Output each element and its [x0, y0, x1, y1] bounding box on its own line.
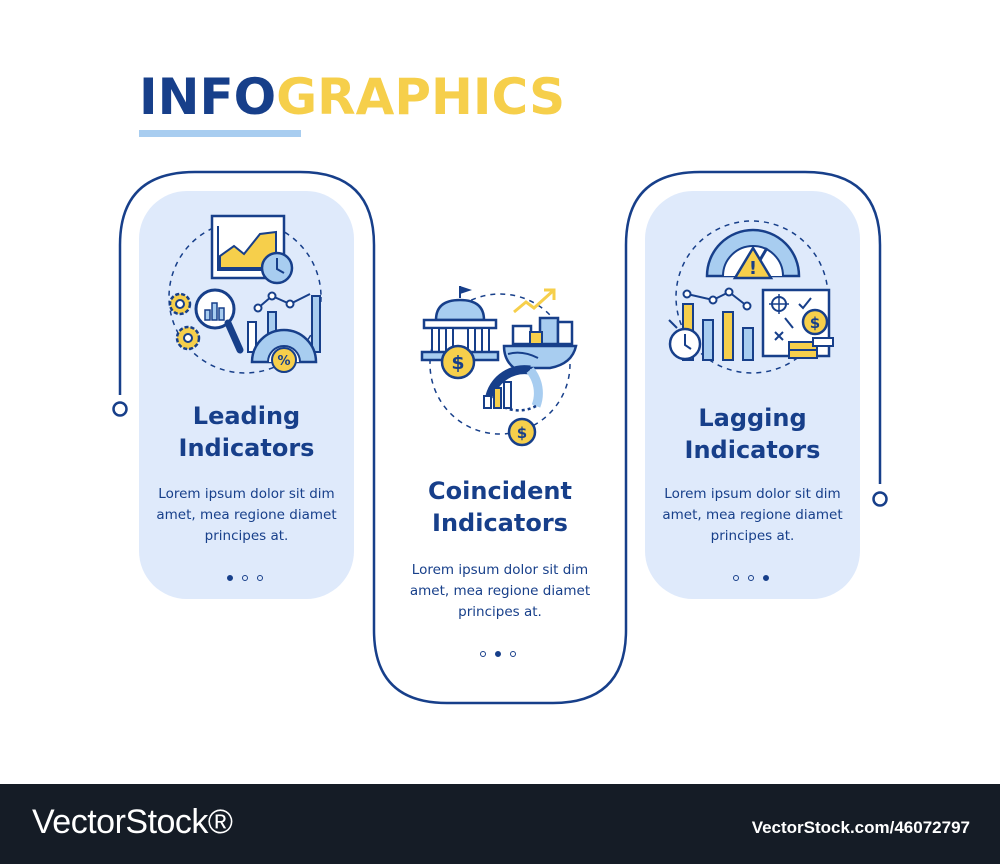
- pagination-dot-1: [227, 575, 233, 581]
- connector-dot-right: [872, 491, 888, 507]
- pagination-dot-2: [242, 575, 248, 581]
- pagination-dot-1: [480, 651, 486, 657]
- footer-brand-logo: VectorStock®: [32, 803, 233, 841]
- svg-text:%: %: [277, 354, 290, 369]
- title-part-info: INFO: [139, 68, 277, 126]
- svg-text:!: !: [749, 258, 757, 279]
- coincident-indicators-icon: $ $: [420, 286, 578, 447]
- card-lagging-heading-line2: Indicators: [684, 436, 821, 464]
- card-coincident-body: Lorem ipsum dolor sit dim amet, mea regi…: [409, 562, 591, 620]
- card-leading-pagination: [227, 575, 263, 581]
- pagination-dot-3: [257, 575, 263, 581]
- card-lagging-heading: Lagging Indicators: [645, 402, 860, 466]
- card-lagging-pagination: [733, 575, 769, 581]
- card-leading-outline: [118, 170, 376, 395]
- svg-text:$: $: [517, 424, 527, 442]
- page-title: INFOGRAPHICS: [139, 72, 565, 122]
- card-outlines: [112, 170, 888, 705]
- card-leading-body: Lorem ipsum dolor sit dim amet, mea regi…: [156, 486, 337, 544]
- card-lagging-body: Lorem ipsum dolor sit dim amet, mea regi…: [662, 486, 843, 544]
- svg-text:$: $: [810, 314, 820, 332]
- card-leading-heading-line2: Indicators: [178, 434, 315, 462]
- pagination-dot-3: [510, 651, 516, 657]
- title-underline: [139, 130, 301, 137]
- lagging-indicators-icon: ! $: [668, 220, 834, 374]
- svg-text:$: $: [451, 352, 464, 374]
- title-part-graphics: GRAPHICS: [276, 68, 566, 126]
- leading-indicators-icon: %: [168, 214, 322, 374]
- card-coincident-heading-line2: Indicators: [432, 509, 568, 537]
- card-coincident-heading-line1: Coincident: [428, 477, 572, 505]
- connector-dot-left: [112, 401, 128, 417]
- card-coincident-heading: Coincident Indicators: [374, 475, 626, 539]
- footer-url[interactable]: VectorStock.com/46072797: [751, 818, 970, 837]
- pagination-dot-1: [733, 575, 739, 581]
- card-leading-heading: Leading Indicators: [139, 400, 354, 464]
- card-leading-heading-line1: Leading: [192, 402, 301, 430]
- card-coincident-outline: [372, 170, 882, 705]
- card-lagging-heading-line1: Lagging: [698, 404, 807, 432]
- pagination-dot-3: [763, 575, 769, 581]
- card-coincident-pagination: [480, 651, 516, 657]
- pagination-dot-2: [495, 651, 501, 657]
- footer-bar: VectorStock® VectorStock.com/46072797: [0, 784, 1000, 864]
- pagination-dot-2: [748, 575, 754, 581]
